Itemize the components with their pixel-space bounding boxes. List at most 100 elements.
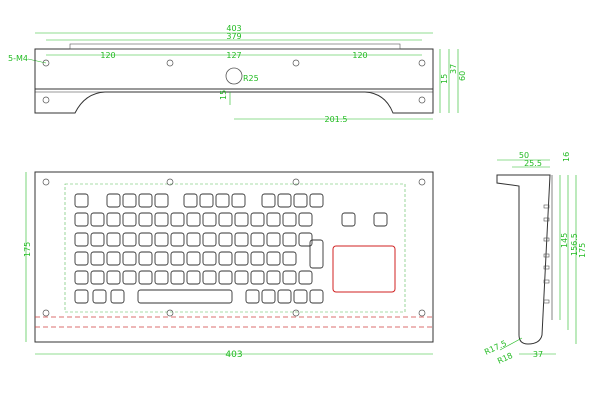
key bbox=[106, 251, 121, 266]
dim-cutout: 201.5 bbox=[325, 115, 348, 124]
key bbox=[138, 212, 153, 227]
side-dim-top-3: 16 bbox=[562, 152, 571, 162]
key bbox=[250, 232, 265, 247]
key bbox=[170, 212, 185, 227]
key bbox=[245, 289, 260, 304]
front-screw-holes bbox=[42, 178, 426, 317]
key bbox=[199, 193, 214, 208]
dim-screw-label: 5-M4 bbox=[8, 54, 28, 63]
key bbox=[266, 251, 281, 266]
key bbox=[341, 212, 356, 227]
key bbox=[298, 270, 313, 285]
key-ridge bbox=[69, 43, 401, 50]
key bbox=[186, 232, 201, 247]
key bbox=[90, 232, 105, 247]
key bbox=[309, 289, 324, 304]
key bbox=[282, 232, 297, 247]
key bbox=[106, 212, 121, 227]
dim-right-1: 15 bbox=[440, 74, 449, 84]
side-dim-right-1: 145 bbox=[560, 233, 569, 248]
key bbox=[186, 270, 201, 285]
key bbox=[202, 232, 217, 247]
key bbox=[309, 193, 324, 208]
side-dim-right-3: 175 bbox=[578, 243, 587, 258]
key bbox=[74, 251, 89, 266]
key bbox=[154, 270, 169, 285]
key bbox=[122, 232, 137, 247]
key bbox=[170, 251, 185, 266]
key bbox=[298, 232, 313, 247]
key bbox=[74, 232, 89, 247]
side-dim-bottom: 37 bbox=[533, 350, 543, 359]
key bbox=[154, 193, 169, 208]
key bbox=[90, 251, 105, 266]
dim-radius: R25 bbox=[243, 74, 259, 83]
key bbox=[266, 232, 281, 247]
key bbox=[250, 270, 265, 285]
key bbox=[218, 212, 233, 227]
key bbox=[231, 193, 246, 208]
key bbox=[122, 193, 137, 208]
key bbox=[170, 270, 185, 285]
key bbox=[122, 270, 137, 285]
key bbox=[186, 251, 201, 266]
key bbox=[74, 270, 89, 285]
side-dim-right-2: 156.5 bbox=[570, 233, 579, 256]
key bbox=[90, 270, 105, 285]
dim-left-segment: 120 bbox=[100, 51, 115, 60]
key bbox=[261, 289, 276, 304]
key bbox=[110, 289, 125, 304]
key bbox=[218, 270, 233, 285]
top-view: 403 379 120 127 120 5-M4 R25 15 bbox=[8, 24, 467, 124]
keyboard-keys bbox=[74, 193, 388, 304]
key bbox=[106, 232, 121, 247]
key bbox=[261, 193, 276, 208]
key bbox=[250, 251, 265, 266]
key bbox=[215, 193, 230, 208]
key bbox=[298, 212, 313, 227]
key bbox=[218, 232, 233, 247]
dim-front-height: 175 bbox=[23, 242, 32, 257]
key bbox=[234, 232, 249, 247]
key bbox=[138, 270, 153, 285]
key bbox=[218, 251, 233, 266]
side-dim-top-1: 50 bbox=[519, 151, 529, 160]
key bbox=[186, 212, 201, 227]
key bbox=[90, 212, 105, 227]
side-view: 50 25.5 16 145 156.5 175 37 R17.5 R18 bbox=[483, 151, 587, 366]
key bbox=[277, 289, 292, 304]
key bbox=[122, 251, 137, 266]
key bbox=[277, 193, 292, 208]
touchpad bbox=[332, 245, 396, 293]
key bbox=[183, 193, 198, 208]
key bbox=[202, 212, 217, 227]
key bbox=[234, 251, 249, 266]
key bbox=[154, 232, 169, 247]
screw-holes bbox=[42, 59, 426, 104]
key bbox=[154, 251, 169, 266]
key bbox=[266, 212, 281, 227]
key bbox=[293, 193, 308, 208]
dim-overall-top: 403 bbox=[226, 24, 241, 33]
dim-front-width: 403 bbox=[225, 350, 242, 360]
key bbox=[373, 212, 388, 227]
dim-right-segment: 120 bbox=[352, 51, 367, 60]
side-dim-radius-2: R18 bbox=[496, 351, 514, 366]
dim-inner-top: 379 bbox=[226, 32, 241, 41]
key bbox=[122, 212, 137, 227]
key bbox=[154, 212, 169, 227]
key bbox=[74, 212, 89, 227]
key bbox=[138, 251, 153, 266]
key bbox=[74, 193, 89, 208]
key bbox=[74, 289, 89, 304]
key bbox=[92, 289, 107, 304]
key bbox=[293, 289, 308, 304]
key bbox=[282, 212, 297, 227]
key bbox=[106, 193, 121, 208]
side-dim-top-2: 25.5 bbox=[524, 159, 542, 168]
key bbox=[170, 232, 185, 247]
key bbox=[202, 270, 217, 285]
enter-key bbox=[309, 239, 324, 269]
key bbox=[138, 232, 153, 247]
